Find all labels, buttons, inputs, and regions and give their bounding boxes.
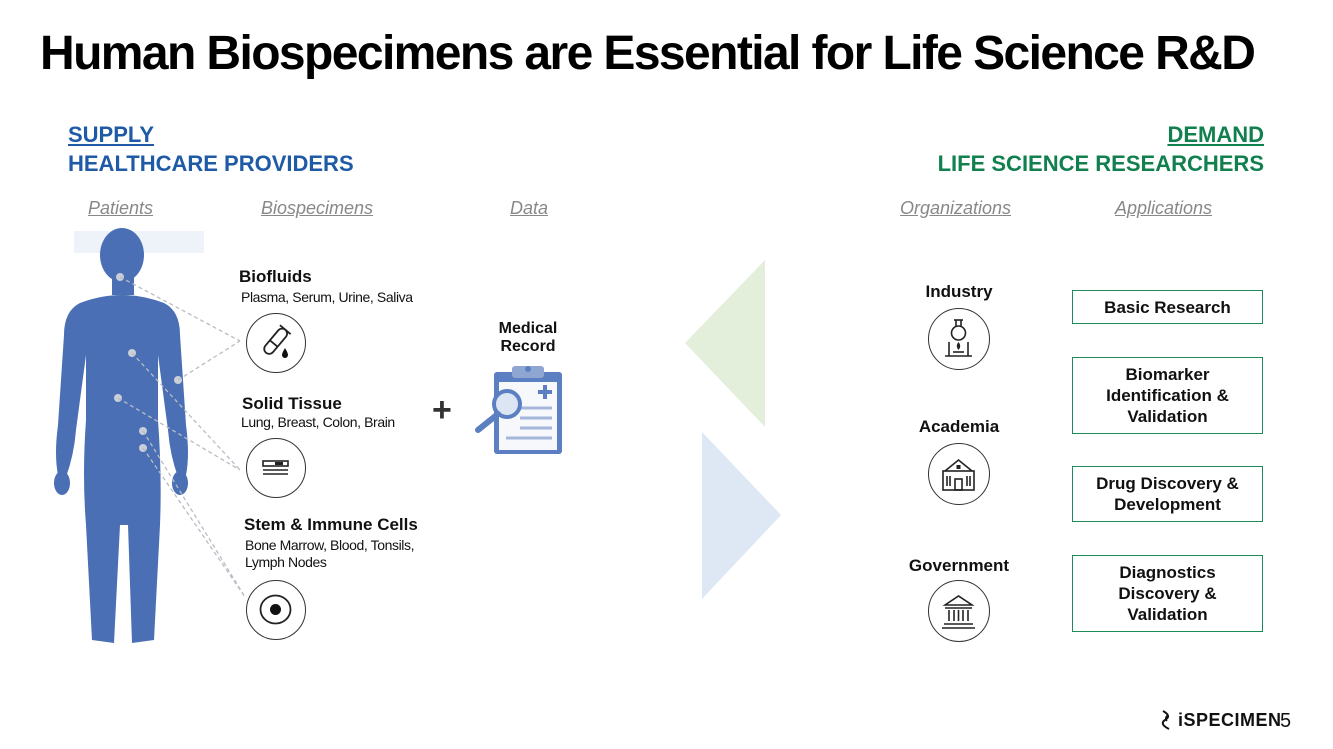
org-label-academia: Academia — [918, 417, 1000, 436]
biofluids-detail: Plasma, Serum, Urine, Saliva — [241, 289, 413, 305]
column-header-data: Data — [510, 198, 549, 218]
demand-subheading: LIFE SCIENCE RESEARCHERS — [937, 151, 1264, 176]
column-header-applications: Applications — [1115, 198, 1213, 218]
stem-immune-cells-label: Stem & Immune Cells — [244, 515, 418, 534]
biofluids-label: Biofluids — [239, 267, 312, 286]
supply-heading: SUPPLY — [68, 122, 155, 147]
application-biomarker: Biomarker Identification & Validation — [1072, 357, 1263, 434]
medical-record-clipboard-icon — [475, 366, 562, 454]
ispecimen-logo: iSPECIMEN — [1160, 709, 1282, 731]
page-number: 5 — [1280, 710, 1292, 732]
dna-helix-icon — [1161, 710, 1170, 730]
page-title: Human Biospecimens are Essential for Lif… — [40, 27, 1256, 80]
logo-text: iSPECIMEN — [1178, 709, 1282, 730]
application-diagnostics: Diagnostics Discovery & Validation — [1072, 555, 1263, 632]
tissue-slide-icon — [246, 438, 306, 498]
government-building-icon — [928, 580, 990, 642]
test-tube-icon — [246, 313, 306, 373]
demand-heading: DEMAND — [1167, 122, 1264, 147]
arrow-left-green — [685, 260, 765, 427]
cell-icon — [246, 580, 306, 640]
medical-record-label-line2: Record — [500, 338, 556, 355]
plus-sign: + — [432, 391, 452, 429]
human-body-icon — [54, 228, 246, 643]
solid-tissue-detail: Lung, Breast, Colon, Brain — [241, 414, 395, 430]
arrow-right-blue — [702, 432, 781, 599]
lab-flask-icon — [928, 308, 990, 370]
column-header-biospecimens: Biospecimens — [261, 198, 374, 218]
supply-subheading: HEALTHCARE PROVIDERS — [68, 151, 354, 176]
medical-record-label-line1: Medical — [498, 320, 558, 337]
application-basic-research: Basic Research — [1072, 290, 1263, 324]
solid-tissue-label: Solid Tissue — [242, 394, 342, 413]
medical-record-label: Medical Record — [478, 320, 578, 356]
stem-immune-cells-detail: Bone Marrow, Blood, Tonsils, Lymph Nodes — [245, 537, 415, 570]
exchange-arrows — [685, 260, 781, 599]
org-label-government: Government — [908, 556, 1010, 575]
column-header-organizations: Organizations — [900, 198, 1012, 218]
school-building-icon — [928, 443, 990, 505]
org-label-industry: Industry — [925, 282, 993, 301]
column-header-patients: Patients — [88, 198, 154, 218]
application-drug-discovery: Drug Discovery & Development — [1072, 466, 1263, 522]
